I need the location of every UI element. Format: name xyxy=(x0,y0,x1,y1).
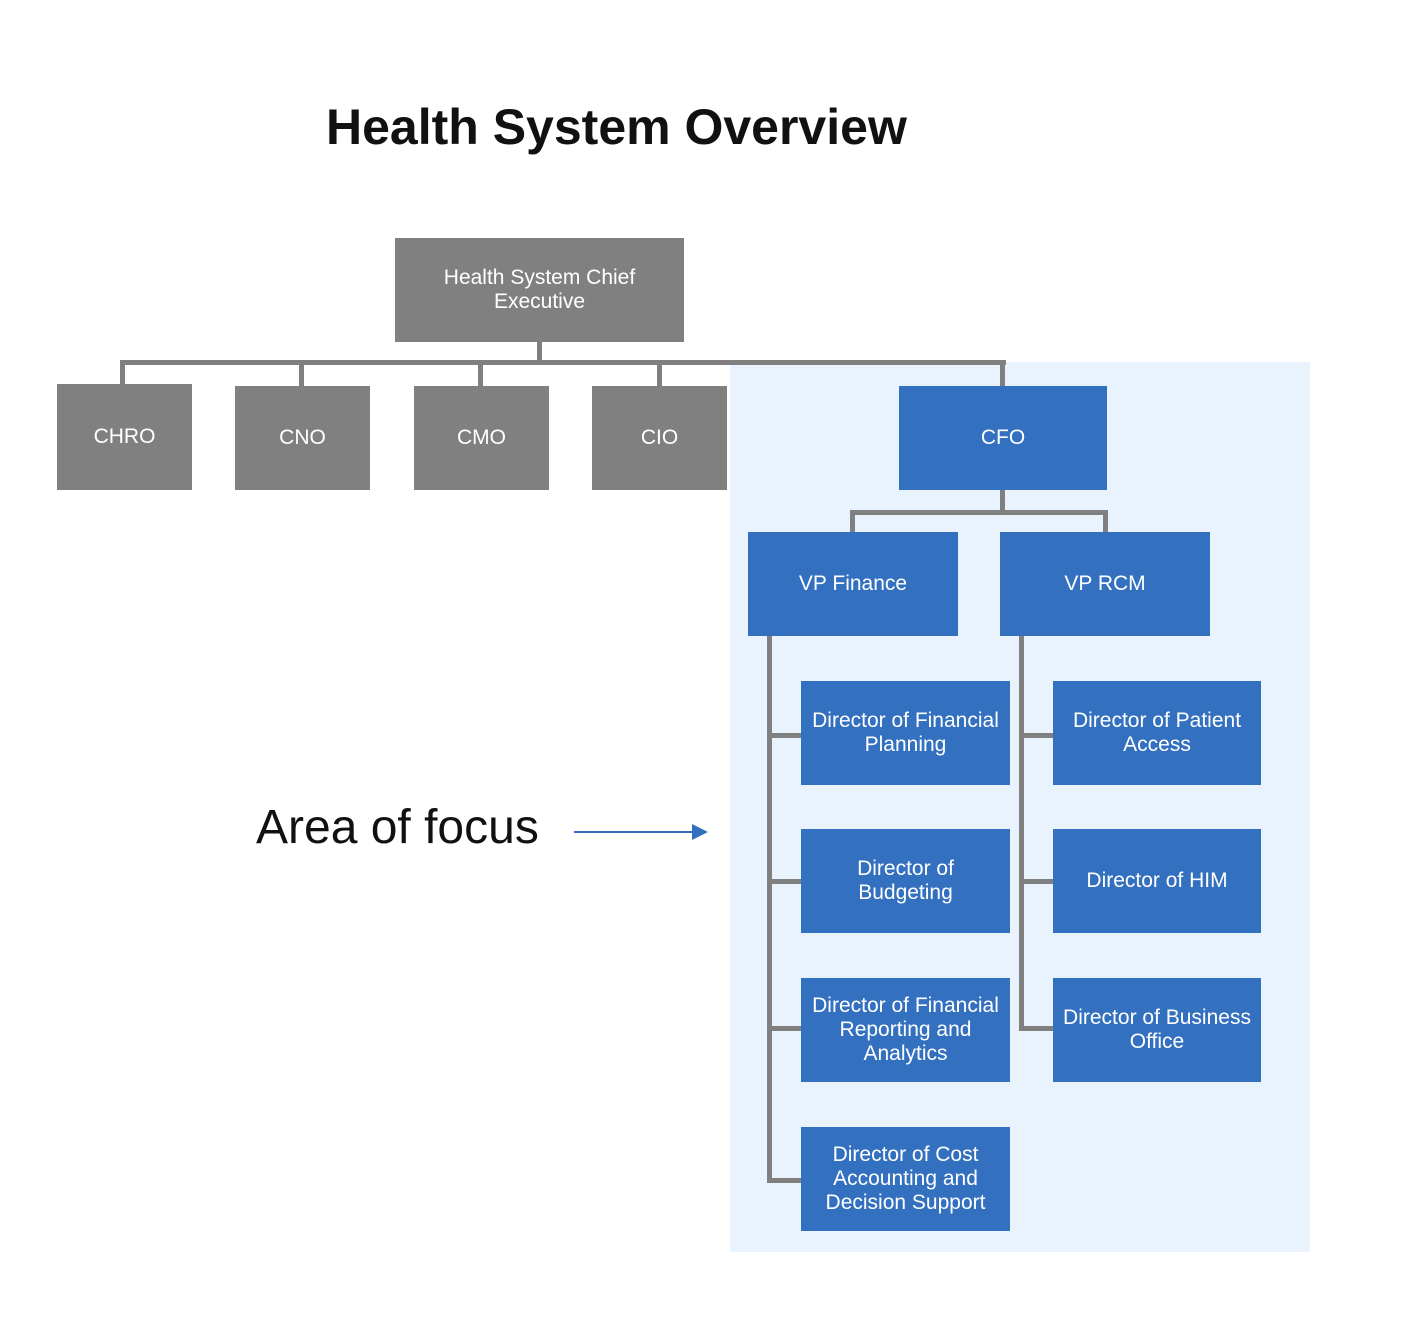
connector xyxy=(850,510,1108,515)
node-label: Health System Chief Executive xyxy=(443,266,636,313)
arrow-head-icon xyxy=(692,824,708,840)
area-of-focus-label: Area of focus xyxy=(256,801,539,854)
node-label: CMO xyxy=(457,426,506,449)
connector xyxy=(1000,490,1005,513)
node-label: Director of Financial Reporting and Anal… xyxy=(812,994,999,1065)
node-cio: CIO xyxy=(592,386,727,490)
node-vp-rcm: VP RCM xyxy=(1000,532,1210,636)
node-label: Director of Financial Planning xyxy=(812,709,999,756)
node-director-budgeting: Director of Budgeting xyxy=(801,829,1010,933)
connector xyxy=(120,360,1006,365)
node-chief-executive: Health System Chief Executive xyxy=(395,238,684,342)
connector xyxy=(767,879,801,884)
connector xyxy=(1019,879,1053,884)
node-cno: CNO xyxy=(235,386,370,490)
node-label: VP RCM xyxy=(1064,572,1146,595)
arrow-right-icon xyxy=(574,831,696,833)
connector xyxy=(1019,636,1024,1031)
connector xyxy=(1019,733,1053,738)
connector xyxy=(767,733,801,738)
connector xyxy=(657,360,662,386)
node-director-business-office: Director of Business Office xyxy=(1053,978,1261,1082)
node-cfo: CFO xyxy=(899,386,1107,490)
node-chro: CHRO xyxy=(57,384,192,490)
connector xyxy=(478,360,483,386)
node-label: VP Finance xyxy=(798,572,908,595)
node-vp-finance: VP Finance xyxy=(748,532,958,636)
connector xyxy=(299,360,304,386)
connector xyxy=(1103,510,1108,534)
node-director-him: Director of HIM xyxy=(1053,829,1261,933)
node-label: CNO xyxy=(279,426,326,449)
connector xyxy=(1000,360,1005,388)
node-label: Director of Business Office xyxy=(1063,1006,1251,1053)
node-label: Director of Budgeting xyxy=(857,857,954,904)
node-director-financial-planning: Director of Financial Planning xyxy=(801,681,1010,785)
node-label: CIO xyxy=(640,426,679,449)
connector xyxy=(537,340,542,364)
node-label: CHRO xyxy=(93,425,156,448)
node-cmo: CMO xyxy=(414,386,549,490)
node-label: Director of Patient Access xyxy=(1072,709,1242,756)
connector xyxy=(850,510,855,534)
node-director-cost-accounting: Director of Cost Accounting and Decision… xyxy=(801,1127,1010,1231)
node-label: Director of HIM xyxy=(1086,869,1228,892)
page-title: Health System Overview xyxy=(326,99,907,155)
connector xyxy=(767,636,772,1183)
connector xyxy=(767,1178,801,1183)
node-label: CFO xyxy=(980,426,1026,449)
connector xyxy=(767,1026,801,1031)
connector xyxy=(120,360,125,386)
connector xyxy=(1019,1026,1053,1031)
node-director-patient-access: Director of Patient Access xyxy=(1053,681,1261,785)
node-label: Director of Cost Accounting and Decision… xyxy=(825,1143,986,1214)
node-director-financial-reporting: Director of Financial Reporting and Anal… xyxy=(801,978,1010,1082)
